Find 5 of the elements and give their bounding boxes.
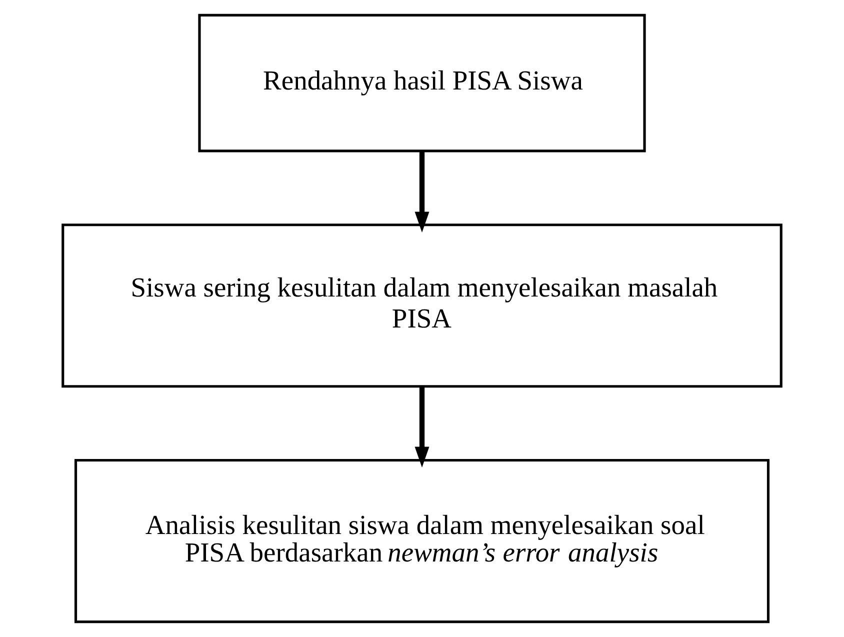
node-box: Rendahnya hasil PISA Siswa — [198, 14, 646, 152]
arrow — [414, 151, 430, 232]
node-box: Analisis kesulitan siswa dalam menyelesaikan soal PISA berdasarkan newman’s error analysis — [74, 458, 770, 624]
arrow — [414, 386, 430, 468]
node-box: Siswa sering kesulitan dalam menyelesaikan masalah PISA — [62, 224, 782, 388]
